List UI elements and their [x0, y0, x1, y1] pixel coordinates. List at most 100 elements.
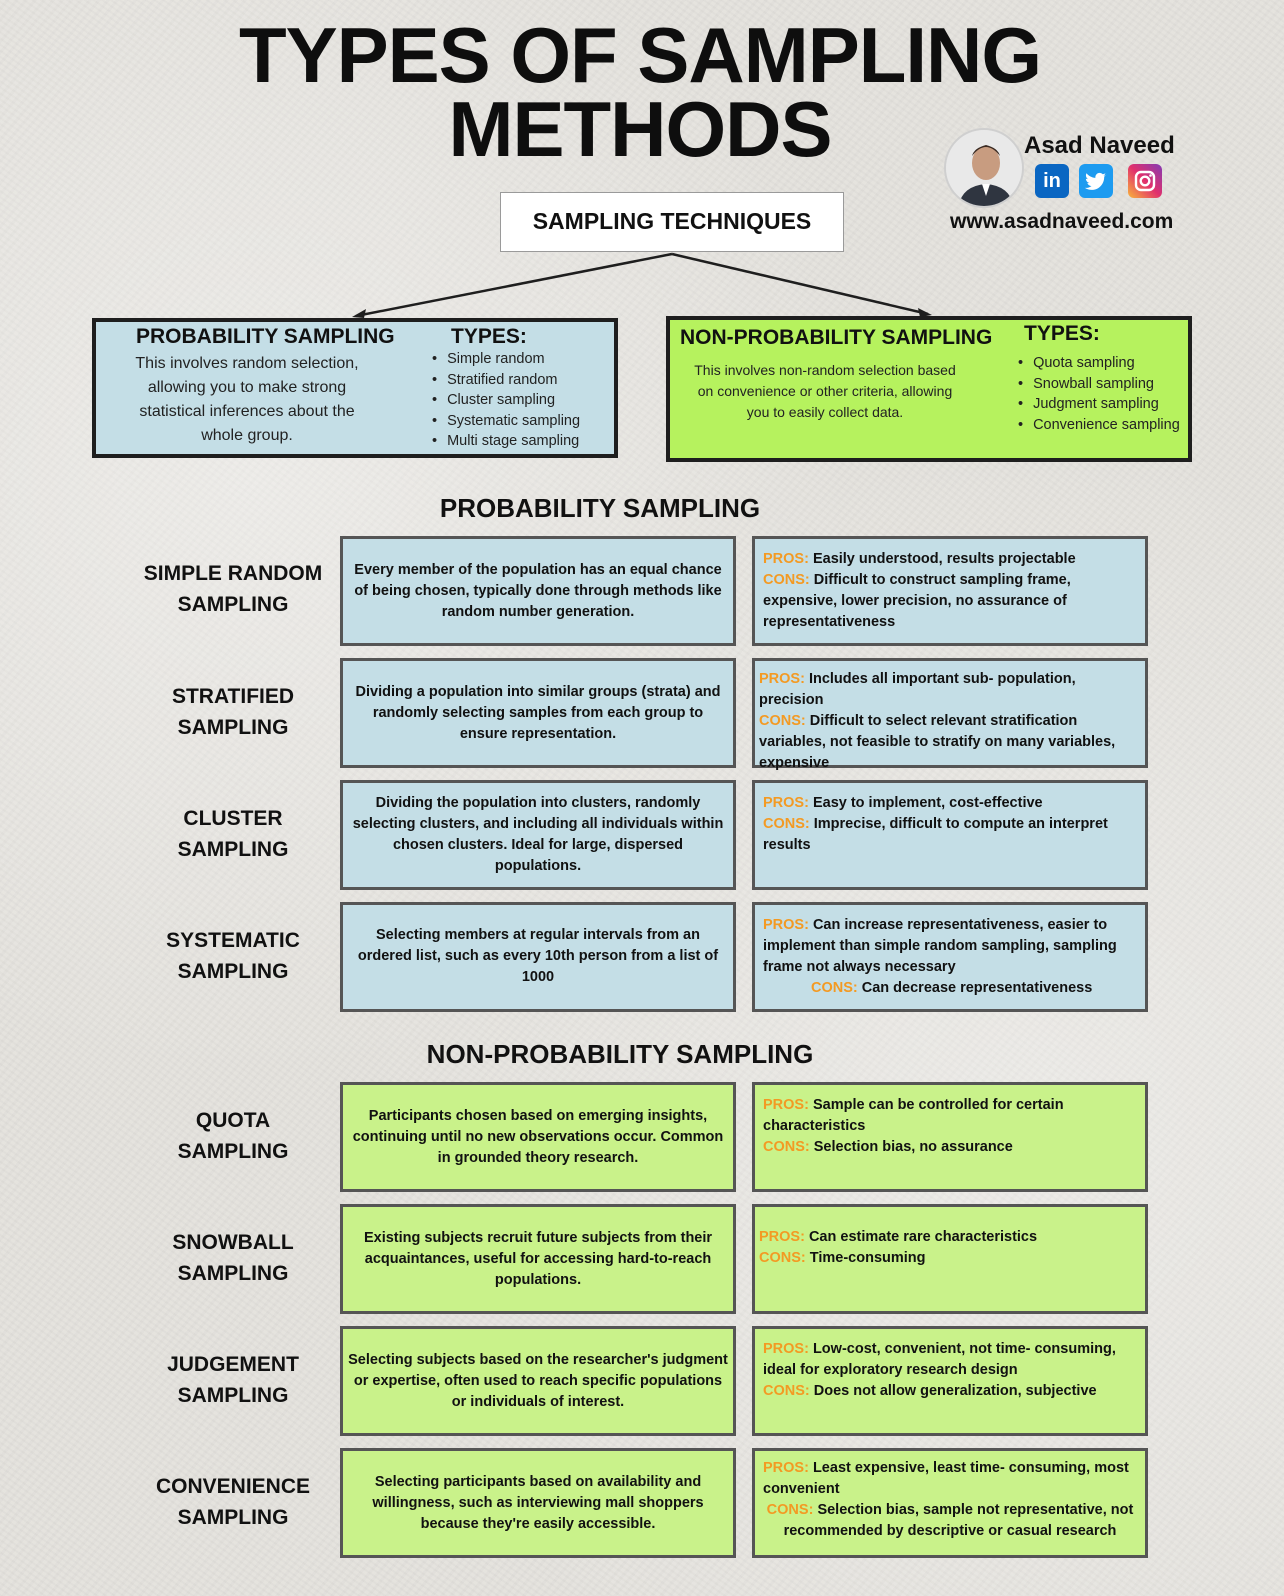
row-label-quota: QUOTA SAMPLING: [118, 1105, 348, 1167]
description-text: Selecting members at regular intervals f…: [357, 927, 719, 985]
author-avatar: [944, 128, 1024, 208]
cons-tag: CONS:: [763, 1383, 810, 1399]
pros-cons-card: PROS: Can estimate rare characteristics …: [752, 1204, 1148, 1314]
row-label-line: SAMPLING: [177, 838, 289, 861]
row-label-systematic: SYSTEMATIC SAMPLING: [118, 925, 348, 987]
row-label-stratified: STRATIFIED SAMPLING: [118, 681, 348, 743]
row-label-line: SYSTEMATIC: [166, 929, 300, 952]
title-line-2: METHODS: [448, 85, 833, 173]
pros-text: Includes all important sub- population, …: [759, 671, 1076, 708]
type-item: Cluster sampling: [432, 390, 580, 411]
pros-tag: PROS:: [759, 671, 805, 687]
cons-text: Difficult to select relevant stratificat…: [759, 713, 1116, 771]
description-card: Every member of the population has an eq…: [340, 536, 736, 646]
pros-text: Least expensive, least time- consuming, …: [763, 1460, 1129, 1497]
cons-text: Imprecise, difficult to compute an inter…: [763, 816, 1108, 853]
row-label-line: STRATIFIED: [171, 685, 295, 708]
row-label-line: SAMPLING: [177, 1140, 289, 1163]
category-title: PROBABILITY SAMPLING: [136, 325, 395, 348]
type-item: Stratified random: [432, 370, 580, 391]
category-description: This involves random selection, allowing…: [135, 355, 359, 444]
description-card: Selecting participants based on availabi…: [340, 1448, 736, 1558]
pros-cons-card: PROS: Includes all important sub- popula…: [752, 658, 1148, 771]
description-card: Participants chosen based on emerging in…: [340, 1082, 736, 1192]
row-label-simple-random: SIMPLE RANDOM SAMPLING: [118, 558, 348, 620]
description-text: Selecting participants based on availabi…: [372, 1473, 704, 1532]
cons-text: Time-consuming: [809, 1250, 926, 1266]
description-card: Existing subjects recruit future subject…: [340, 1204, 736, 1314]
row-label-line: QUOTA: [195, 1109, 271, 1132]
row-label-line: JUDGEMENT: [167, 1353, 299, 1376]
description-card: Dividing a population into similar group…: [340, 658, 736, 768]
pros-text: Can increase representativeness, easier …: [763, 917, 1117, 975]
pros-cons-card: PROS: Easily understood, results project…: [752, 536, 1148, 646]
category-title: NON-PROBABILITY SAMPLING: [680, 326, 993, 349]
pros-cons-card: PROS: Least expensive, least time- consu…: [752, 1448, 1148, 1558]
cons-tag: CONS:: [763, 1139, 810, 1155]
cons-tag: CONS:: [759, 713, 806, 729]
description-text: Participants chosen based on emerging in…: [352, 1107, 724, 1166]
probability-category-box: PROBABILITY SAMPLING This involves rando…: [92, 318, 618, 458]
type-item: Snowball sampling: [1018, 374, 1180, 395]
cons-tag: CONS:: [811, 980, 858, 996]
author-name: Asad Naveed: [1024, 132, 1175, 159]
instagram-icon[interactable]: [1128, 164, 1162, 198]
description-text: Dividing the population into clusters, r…: [352, 795, 724, 874]
types-list: Quota sampling Snowball sampling Judgmen…: [1018, 353, 1180, 435]
types-heading: TYPES:: [451, 325, 527, 348]
pros-cons-card: PROS: Sample can be controlled for certa…: [752, 1082, 1148, 1192]
row-label-line: SAMPLING: [177, 960, 289, 983]
cons-tag: CONS:: [763, 572, 810, 588]
description-card: Dividing the population into clusters, r…: [340, 780, 736, 890]
type-item: Judgment sampling: [1018, 394, 1180, 415]
type-item: Convenience sampling: [1018, 415, 1180, 436]
type-item: Multi stage sampling: [432, 431, 580, 452]
root-node: SAMPLING TECHNIQUES: [500, 192, 844, 252]
cons-text: Can decrease representativeness: [861, 980, 1093, 996]
linkedin-icon[interactable]: in: [1035, 164, 1069, 198]
pros-text: Can estimate rare characteristics: [808, 1229, 1038, 1245]
pros-text: Easy to implement, cost-effective: [812, 795, 1043, 811]
cons-text: Selection bias, sample not representativ…: [783, 1502, 1134, 1539]
section-heading-probability: PROBABILITY SAMPLING: [439, 493, 761, 523]
pros-text: Low-cost, convenient, not time- consumin…: [763, 1341, 1116, 1378]
description-card: Selecting members at regular intervals f…: [340, 902, 736, 1012]
category-description: This involves non-random selection based…: [694, 362, 956, 420]
pros-tag: PROS:: [759, 1229, 805, 1245]
row-label-line: SAMPLING: [177, 716, 289, 739]
row-label-line: SAMPLING: [177, 1262, 289, 1285]
description-text: Existing subjects recruit future subject…: [363, 1229, 713, 1288]
description-text: Every member of the population has an eq…: [354, 561, 722, 620]
row-label-cluster: CLUSTER SAMPLING: [118, 803, 348, 865]
description-text: Dividing a population into similar group…: [355, 683, 721, 742]
cons-text: Selection bias, no assurance: [813, 1139, 1013, 1155]
pros-tag: PROS:: [763, 917, 809, 933]
row-label-judgement: JUDGEMENT SAMPLING: [118, 1349, 348, 1411]
types-heading: TYPES:: [1024, 322, 1100, 345]
cons-text: Does not allow generalization, subjectiv…: [813, 1383, 1097, 1399]
description-card: Selecting subjects based on the research…: [340, 1326, 736, 1436]
author-website[interactable]: www.asadnaveed.com: [950, 210, 1174, 233]
type-item: Systematic sampling: [432, 411, 580, 432]
pros-tag: PROS:: [763, 1097, 809, 1113]
cons-tag: CONS:: [759, 1250, 806, 1266]
person-icon: [946, 130, 1022, 206]
section-heading-nonprobability: NON-PROBABILITY SAMPLING: [426, 1039, 814, 1069]
cons-tag: CONS:: [766, 1502, 814, 1518]
pros-text: Easily understood, results projectable: [812, 551, 1076, 567]
twitter-icon[interactable]: [1079, 164, 1113, 198]
row-label-line: CONVENIENCE: [155, 1475, 311, 1498]
row-label-line: SIMPLE RANDOM: [143, 562, 323, 585]
pros-cons-card: PROS: Can increase representativeness, e…: [752, 902, 1148, 1012]
cons-tag: CONS:: [763, 816, 810, 832]
nonprobability-category-box: NON-PROBABILITY SAMPLING This involves n…: [666, 316, 1192, 462]
row-label-line: SAMPLING: [177, 1384, 289, 1407]
pros-cons-card: PROS: Easy to implement, cost-effective …: [752, 780, 1148, 890]
row-label-convenience: CONVENIENCE SAMPLING: [118, 1471, 348, 1533]
row-label-line: CLUSTER: [183, 807, 283, 830]
row-label-line: SAMPLING: [177, 1506, 289, 1529]
page-title: TYPES OF SAMPLING METHODS: [150, 11, 1130, 173]
pros-text: Sample can be controlled for certain cha…: [763, 1097, 1064, 1134]
title-line-1: TYPES OF SAMPLING: [238, 11, 1042, 99]
cons-text: Difficult to construct sampling frame, e…: [763, 572, 1071, 630]
